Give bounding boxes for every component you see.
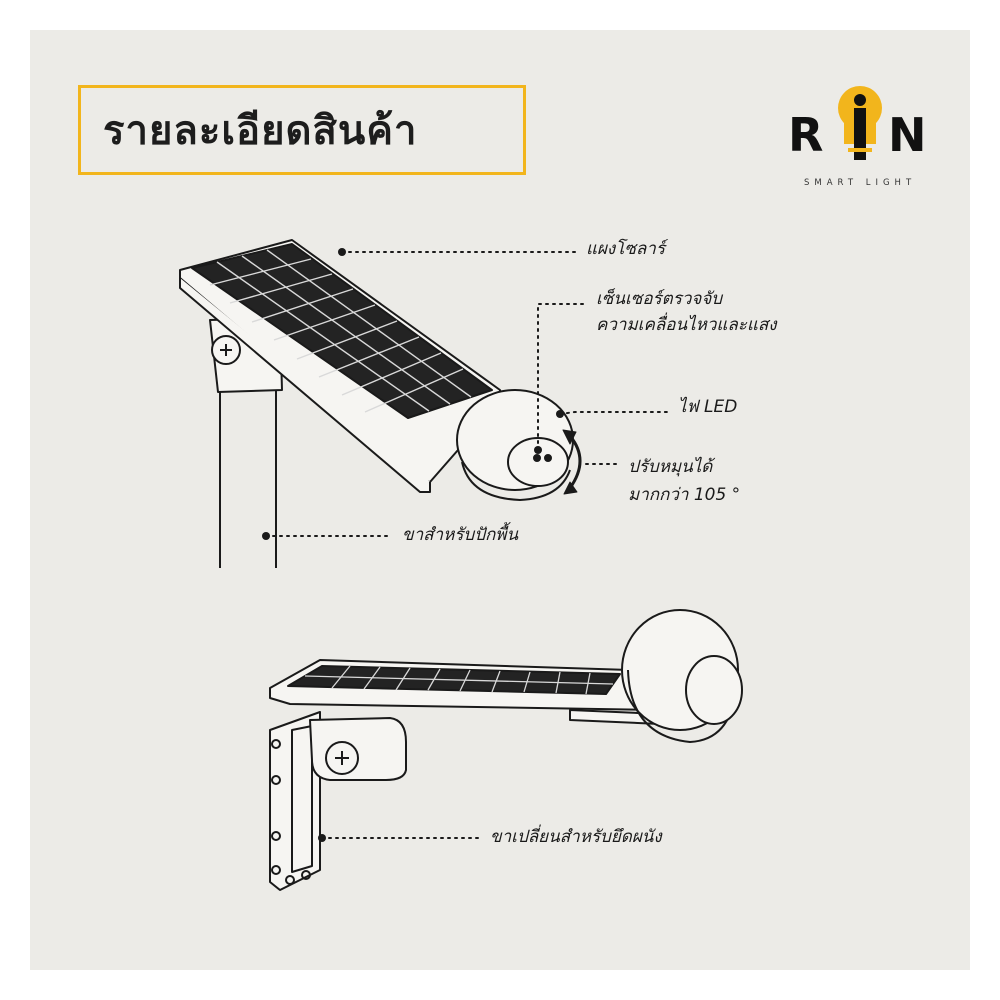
leader-dots-top [262, 248, 564, 540]
label-sensor-line1: เซ็นเซอร์ตรวจจับ [596, 289, 723, 309]
logo-letter-n: N [888, 108, 927, 162]
product-detail-card: รายละเอียดสินค้า R N SMART LIGHT [30, 30, 970, 970]
label-ground-stake: ขาสำหรับปักพื้น [402, 525, 519, 545]
lightbulb-icon [838, 86, 882, 160]
label-rotate-line1: ปรับหมุนได้ [628, 457, 713, 477]
leader-lines-top [265, 251, 669, 537]
label-sensor-line2: ความเคลื่อนไหวและแสง [596, 315, 777, 335]
label-rotate-line2: มากกว่า 105 ° [628, 485, 741, 505]
label-solar-panel: แผงโซลาร์ [586, 239, 665, 259]
brand-logo: R N SMART LIGHT [782, 60, 942, 188]
logo-letter-r: R [788, 108, 824, 162]
label-wall-mount: ขาเปลี่ยนสำหรับยึดผนัง [490, 827, 662, 847]
label-led: ไฟ LED [678, 397, 738, 417]
product-diagram [179, 239, 743, 891]
title-box: รายละเอียดสินค้า [78, 85, 526, 175]
wall-mount-light-illustration [269, 609, 743, 891]
ground-stake-light-illustration [179, 239, 582, 568]
logo-subtitle: SMART LIGHT [804, 178, 917, 188]
page-title: รายละเอียดสินค้า [103, 108, 418, 154]
leader-dots-bottom [318, 834, 326, 842]
